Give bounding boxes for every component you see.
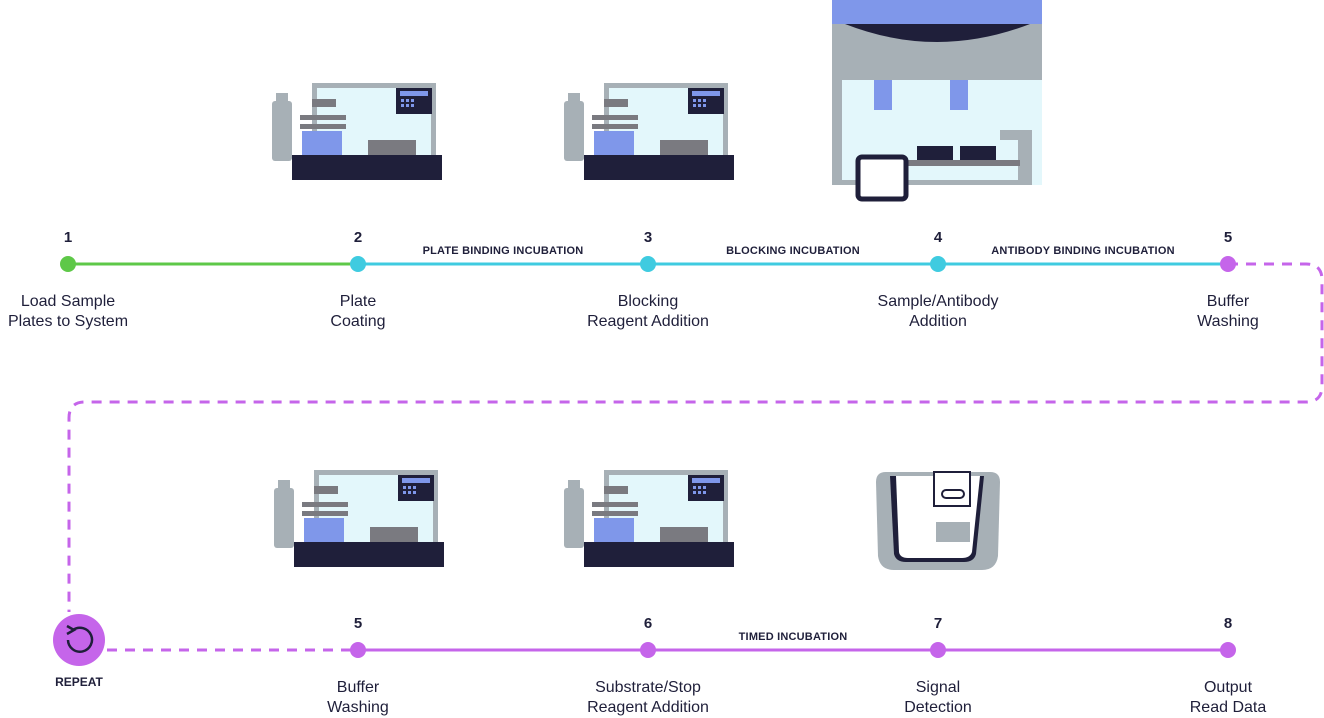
step-node-5 bbox=[1220, 256, 1236, 272]
step-number: 2 bbox=[353, 229, 363, 246]
step-node-6 bbox=[640, 642, 656, 658]
plate-reader-icon bbox=[875, 471, 1001, 571]
step-number: 8 bbox=[1223, 615, 1233, 632]
phase-label: TIMED INCUBATION bbox=[738, 631, 848, 643]
phase-label: PLATE BINDING INCUBATION bbox=[422, 245, 584, 257]
step-number: 5 bbox=[353, 615, 363, 632]
step-node-2 bbox=[350, 256, 366, 272]
step-number: 5 bbox=[1223, 229, 1233, 246]
step-number: 3 bbox=[643, 229, 653, 246]
step-number: 4 bbox=[933, 229, 943, 246]
repeat-label: REPEAT bbox=[55, 675, 103, 689]
step-node-5b bbox=[350, 642, 366, 658]
step-node-4 bbox=[930, 256, 946, 272]
liquid-handler-icon bbox=[272, 83, 442, 180]
repeat-icon bbox=[53, 614, 105, 666]
repeat-loop-path bbox=[67, 262, 1324, 612]
step-number: 1 bbox=[63, 229, 73, 246]
step-number: 6 bbox=[643, 615, 653, 632]
liquid-handler-icon bbox=[274, 470, 444, 567]
liquid-handler-icon bbox=[564, 470, 734, 567]
liquid-handler-icon bbox=[564, 83, 734, 180]
phase-label: BLOCKING INCUBATION bbox=[726, 245, 860, 257]
step-node-8 bbox=[1220, 642, 1236, 658]
incubator-icon bbox=[832, 0, 1042, 202]
step-node-1 bbox=[60, 256, 76, 272]
step-node-3 bbox=[640, 256, 656, 272]
step-node-7 bbox=[930, 642, 946, 658]
step-number: 7 bbox=[933, 615, 943, 632]
phase-label: ANTIBODY BINDING INCUBATION bbox=[991, 245, 1175, 257]
